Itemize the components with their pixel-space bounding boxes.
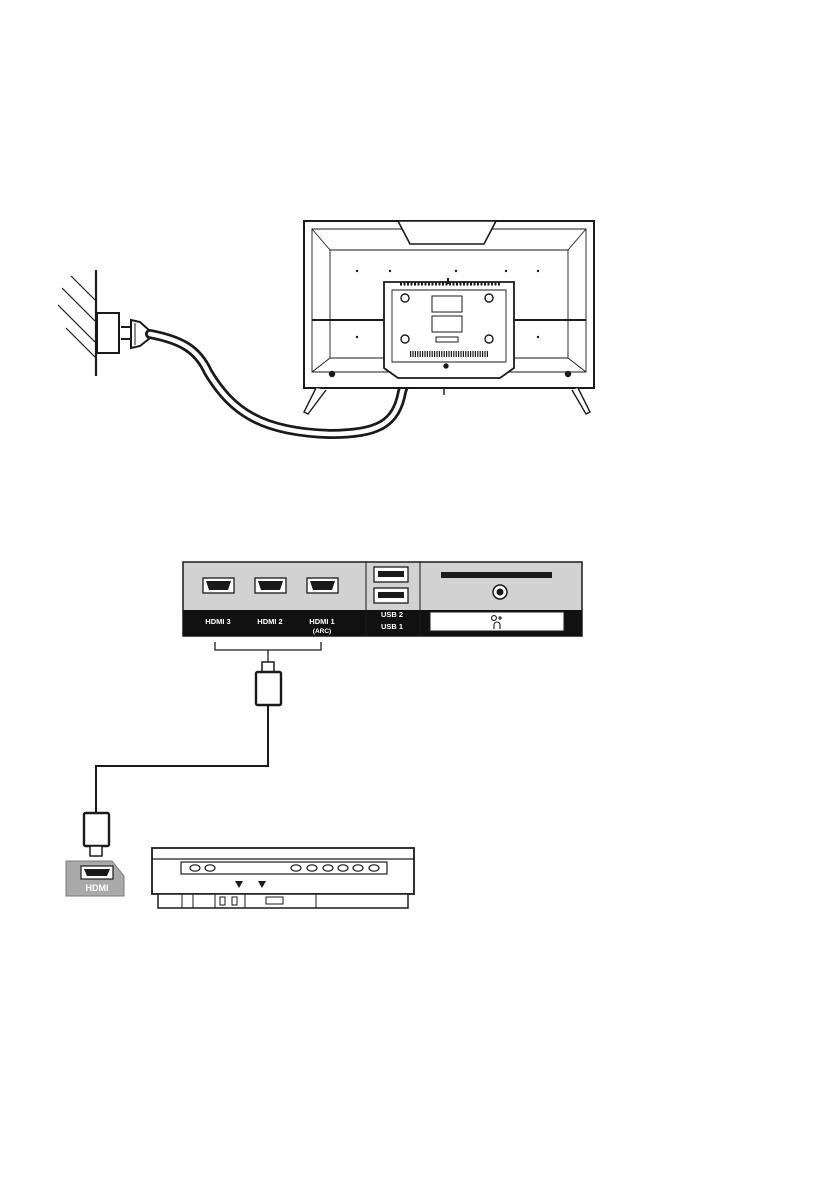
headphone-jack bbox=[493, 585, 507, 599]
tv-connector-panel: HDMI 3 HDMI 2 HDMI 1 (ARC) USB 2 USB 1 bbox=[183, 562, 582, 636]
hdmi-port-2 bbox=[255, 578, 286, 593]
tv-top-notch bbox=[398, 221, 496, 244]
svg-text:HDMI 1: HDMI 1 bbox=[309, 617, 334, 626]
socket-box bbox=[97, 313, 119, 353]
panel-label-arc: (ARC) bbox=[313, 628, 331, 635]
svg-text:HDMI 3: HDMI 3 bbox=[205, 617, 230, 626]
panel-vent-slot bbox=[441, 572, 552, 578]
device-hdmi-label: HDMI bbox=[86, 883, 109, 893]
hdmi-port-3 bbox=[203, 578, 234, 593]
hdmi-plug-upper-icon bbox=[256, 662, 281, 705]
wall-hatching bbox=[58, 276, 95, 357]
panel-label-usb1: USB 1 bbox=[381, 622, 403, 631]
hdmi-port-1 bbox=[307, 578, 338, 593]
hdmi-cable bbox=[96, 705, 268, 813]
panel-label-usb2: USB 2 bbox=[381, 610, 403, 619]
svg-text:HDMI 2: HDMI 2 bbox=[257, 617, 282, 626]
device-hdmi-port-plate: HDMI bbox=[66, 861, 124, 896]
usb-port-1 bbox=[374, 588, 408, 603]
tv-rear-view bbox=[304, 221, 594, 414]
panel-label-hdmi3: HDMI 3 bbox=[205, 617, 230, 626]
external-device bbox=[152, 848, 414, 908]
wall-socket bbox=[58, 270, 119, 376]
hdmi-plug-lower-icon bbox=[84, 813, 109, 856]
tv-stand-left bbox=[304, 388, 326, 414]
panel-label-hdmi2: HDMI 2 bbox=[257, 617, 282, 626]
usb-port-2 bbox=[374, 567, 408, 582]
hdmi-port-bracket bbox=[215, 642, 321, 662]
tv-stand-right bbox=[572, 388, 590, 414]
